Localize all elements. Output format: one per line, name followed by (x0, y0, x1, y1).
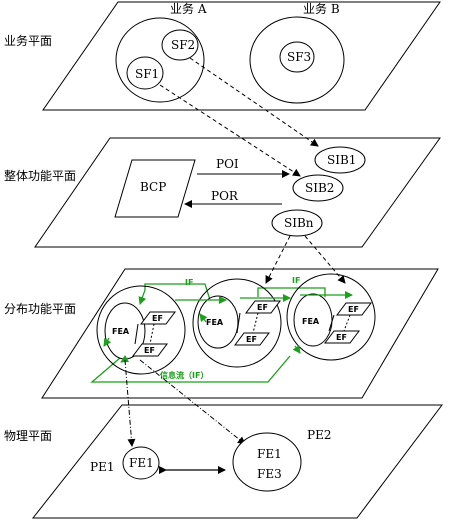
bcp-box (114, 159, 196, 218)
por-label: POR (211, 189, 239, 203)
global-functional-plane (34, 137, 441, 248)
pe2-fe3-label: FE3 (257, 467, 282, 481)
sf3-node (279, 41, 315, 73)
info-flow-label: 信息流（IF） (160, 370, 208, 380)
functional-entity-1: FEA EF EF (96, 285, 186, 375)
ef-dots-1 (149, 323, 155, 345)
fea-ellipse-2 (197, 295, 239, 349)
if-arrow-return-4 (103, 337, 112, 347)
info-flow-bottom (90, 355, 291, 383)
ef-box-1a (140, 311, 176, 325)
ef-label-3a: EF (348, 305, 359, 314)
if-label-left: IF (185, 278, 193, 287)
if-label-right: IF (292, 276, 300, 285)
ef-connector-1 (134, 323, 139, 345)
fe-outer-3 (286, 273, 376, 361)
ef-dots-3 (343, 314, 351, 332)
physical-plane-label: 物理平面 (4, 429, 52, 443)
distributed-functional-plane (41, 268, 439, 399)
service-plane-label: 业务平面 (4, 33, 52, 48)
ef-label-2a: EF (257, 303, 268, 312)
sib1-label: SIB1 (327, 153, 356, 167)
fea-label-2: FEA (206, 318, 224, 327)
ef-label-3b: EF (336, 333, 347, 342)
sibn-to-fe-link-b (304, 235, 346, 284)
ef-box-3a (336, 302, 372, 316)
if-arrow-return-1 (138, 289, 147, 305)
ef-box-2a (245, 300, 281, 314)
fe-to-physical-link-a (124, 359, 136, 447)
sib1-node (314, 146, 366, 174)
functional-entity-3: FEA EF EF (286, 273, 376, 361)
business-b-label: 业务 B (303, 1, 340, 16)
pe1-fe1-label: FE1 (129, 456, 154, 470)
if-arrow-return-5 (120, 355, 130, 363)
ef-dots-2 (252, 312, 259, 334)
ef-label-2b: EF (246, 335, 257, 344)
physical-plane (31, 404, 444, 519)
pe2-label: PE2 (307, 428, 331, 442)
sibn-node (271, 209, 323, 237)
ef-box-3b (324, 330, 360, 344)
sf2-node (161, 29, 199, 61)
sf3-label: SF3 (287, 50, 311, 64)
fe-outer-2 (192, 278, 282, 368)
ef-label-1b: EF (144, 346, 155, 355)
sib2-node (292, 174, 344, 202)
ef-label-1a: EF (152, 314, 163, 323)
service-plane (42, 1, 441, 111)
info-flow-path (144, 283, 211, 301)
sibn-to-fe-link-a (265, 235, 291, 284)
pe1-fe1-node (122, 446, 160, 480)
pe2-node (232, 432, 302, 492)
sibn-label: SIBn (284, 216, 314, 230)
pe1-label: PE1 (90, 460, 114, 474)
bcp-label: BCP (140, 180, 166, 194)
if-arrow-return-2 (199, 313, 208, 323)
sf1-node (126, 56, 164, 90)
business-a-label: 业务 A (170, 1, 207, 16)
business-b-group (249, 16, 345, 104)
functional-entity-2: FEA EF EF (192, 278, 282, 368)
fe-outer-1 (96, 285, 186, 375)
business-a-group (115, 17, 205, 103)
ef-box-2b (234, 332, 270, 346)
ef-box-1b (132, 343, 168, 357)
sf2-label: SF2 (171, 38, 195, 52)
poi-label: POI (216, 157, 239, 171)
ef-connector-2 (236, 312, 241, 334)
fea-label-1: FEA (112, 327, 130, 336)
if-arrow-return-3 (292, 344, 301, 354)
pe2-fe1-label: FE1 (257, 447, 282, 461)
fea-label-3: FEA (302, 317, 320, 326)
ef-connector-3 (328, 314, 335, 332)
sf2-to-sib1-link (189, 57, 319, 147)
fe-to-physical-link-b (139, 359, 246, 445)
sib2-label: SIB2 (305, 181, 334, 195)
info-flow-path-right (257, 287, 326, 297)
sf1-label: SF1 (135, 67, 159, 81)
distributed-plane-label: 分布功能平面 (4, 302, 76, 316)
global-plane-label: 整体功能平面 (4, 168, 76, 183)
